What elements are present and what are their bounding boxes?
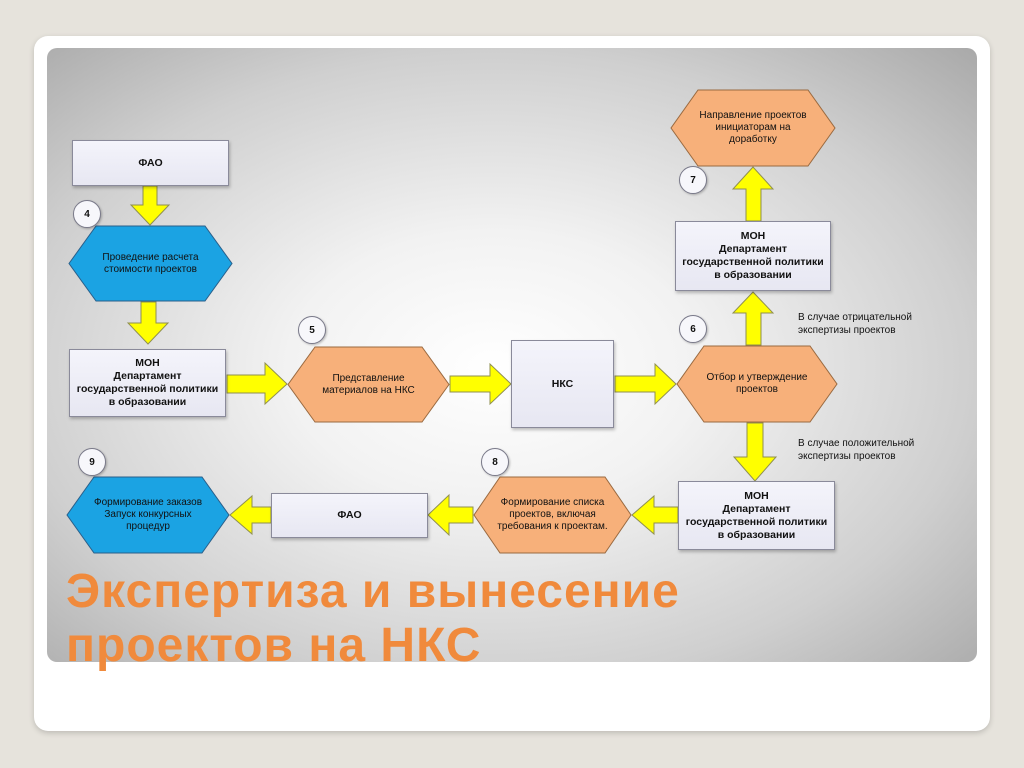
slide-title: Экспертиза и вынесение проектов на НКС xyxy=(66,565,866,673)
node-calc: Проведение расчета стоимости проектов xyxy=(68,225,233,302)
arrow-mon-upper-to-return xyxy=(731,166,775,222)
arrow-mon-lower-to-list xyxy=(631,494,679,536)
node-fao-top-label: ФАО xyxy=(138,156,163,169)
arrow-nks-to-select xyxy=(614,362,677,406)
step-badge-6: 6 xyxy=(679,315,707,343)
node-mon-lower-right-dept: Департамент государственной политики в о… xyxy=(685,502,828,541)
node-fao-bottom-label: ФАО xyxy=(337,509,362,521)
node-select: Отбор и утверждение проектов xyxy=(676,345,838,423)
arrow-select-to-mon-lower xyxy=(732,422,778,482)
node-calc-label: Проведение расчета стоимости проектов xyxy=(102,251,199,275)
node-mon-upper-right-title: МОН xyxy=(740,230,766,242)
node-orders-label: Формирование заказов Запуск конкурсных п… xyxy=(93,497,203,532)
node-list-shape xyxy=(473,476,632,554)
node-mon-upper-right: МОН Департамент государственной политики… xyxy=(675,221,831,291)
node-list-label: Формирование списка проектов, включая тр… xyxy=(497,497,608,532)
node-mon-lower-right-title: МОН xyxy=(744,489,769,502)
step-badge-8: 8 xyxy=(481,448,509,476)
node-return: Направление проектов инициаторам на дора… xyxy=(670,89,836,167)
node-mon-left-title: МОН xyxy=(135,357,160,369)
step-badge-7: 7 xyxy=(679,166,707,194)
note-positive-expertise: В случае положительной экспертизы проект… xyxy=(798,438,915,462)
node-mon-left: МОН Департамент государственной политики… xyxy=(69,349,226,417)
arrow-list-to-fao xyxy=(427,493,474,537)
node-select-shape xyxy=(676,345,838,423)
node-nks-label: НКС xyxy=(551,377,574,390)
step-badge-9: 9 xyxy=(78,448,106,476)
arrow-present-to-nks xyxy=(449,362,512,406)
node-mon-lower-right: МОН Департамент государственной политики… xyxy=(678,481,835,550)
node-present: Представление материалов на НКС xyxy=(287,346,450,423)
node-present-label: Представление материалов на НКС xyxy=(322,372,415,396)
node-return-shape xyxy=(670,89,836,167)
arrow-select-to-mon-upper xyxy=(731,291,775,346)
step-badge-4: 4 xyxy=(73,200,101,228)
node-present-shape xyxy=(287,346,450,423)
arrow-fao-to-calc xyxy=(129,185,171,226)
arrow-calc-to-mon xyxy=(126,301,170,345)
node-orders: Формирование заказов Запуск конкурсных п… xyxy=(66,476,230,554)
node-orders-shape xyxy=(66,476,230,554)
node-nks: НКС xyxy=(511,340,614,428)
arrow-fao-to-orders xyxy=(229,494,272,536)
node-fao-bottom: ФАО xyxy=(271,493,428,538)
node-mon-left-dept: Департамент государственной политики в о… xyxy=(76,370,219,408)
slide-title-line-2: проектов на НКС xyxy=(66,619,482,672)
node-fao-top: ФАО xyxy=(72,140,229,186)
note-negative-expertise: В случае отрицательной экспертизы проект… xyxy=(798,312,912,336)
step-badge-5: 5 xyxy=(298,316,326,344)
node-list: Формирование списка проектов, включая тр… xyxy=(473,476,632,554)
slide-title-line-1: Экспертиза и вынесение xyxy=(66,565,680,618)
arrow-mon-to-present xyxy=(226,361,288,406)
node-return-label: Направление проектов инициаторам на дора… xyxy=(699,110,807,145)
node-select-label: Отбор и утверждение проектов xyxy=(706,372,808,395)
node-mon-upper-right-dept: Департамент государственной политики в о… xyxy=(682,243,824,281)
node-calc-shape xyxy=(68,225,233,302)
